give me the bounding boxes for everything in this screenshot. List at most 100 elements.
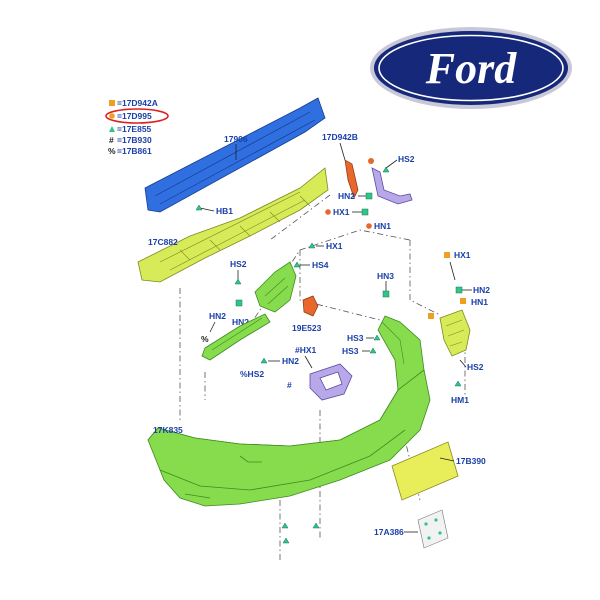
legend-item-17e855: =17E855 <box>117 124 152 134</box>
leader-line <box>339 142 346 161</box>
legend-item-17d995: =17D995 <box>117 111 152 121</box>
label-hx1-center: #HX1 <box>295 345 317 355</box>
bracket-ribs <box>264 277 289 305</box>
part-17a386-screw-set <box>417 509 449 549</box>
label-hn3: HN3 <box>377 271 394 281</box>
label-hn2-left-2: HN2 <box>232 317 249 327</box>
label-hs2-mid: HS2 <box>230 259 247 269</box>
cover-detail <box>239 455 262 463</box>
label-hn2-center: HN2 <box>282 356 299 366</box>
ford-logo: Ford <box>370 27 572 109</box>
label-17b390: 17B390 <box>456 456 486 466</box>
screw-icon <box>434 518 438 522</box>
part-17d942b-bracket <box>344 159 359 199</box>
label-hx1-mid: HX1 <box>326 241 343 251</box>
clip-icon <box>382 290 390 298</box>
absorber-ribs <box>159 191 311 271</box>
clip-icon <box>308 242 316 249</box>
clip-icon <box>365 192 373 200</box>
label-17906: 17906 <box>224 134 248 144</box>
legend-square-symbol <box>109 100 115 106</box>
legend-circle-symbol <box>109 113 115 119</box>
part-17b390-license-plate <box>391 441 459 501</box>
cover-edge <box>381 321 405 365</box>
label-hs4: HS4 <box>312 260 329 270</box>
part-19e523 <box>302 295 319 317</box>
part-side-bracket-center <box>254 261 297 313</box>
guide-line <box>269 194 331 241</box>
part-license-bracket <box>309 363 353 401</box>
absorber-body <box>137 167 329 283</box>
label-17k835: 17K835 <box>153 425 183 435</box>
part-side-bracket-left <box>201 313 271 361</box>
clip-icon <box>369 347 377 354</box>
legend-item-17b861: =17B861 <box>117 146 152 156</box>
label-hn2-right: HN2 <box>473 285 490 295</box>
label-hn2-top: HN2 <box>338 191 355 201</box>
cover-crease <box>159 429 406 491</box>
clip-icon <box>195 204 203 211</box>
part-17906-bumper-beam <box>144 97 326 213</box>
clip-icon <box>361 208 369 216</box>
beam-ribs <box>154 111 316 205</box>
square-marker <box>444 252 450 258</box>
part-side-bracket-right <box>439 309 471 357</box>
pin-icon <box>325 209 331 215</box>
part-bracket-purple <box>371 167 413 205</box>
screw-icon <box>427 536 431 540</box>
clip-icon <box>282 537 290 544</box>
legend-highlight-circle <box>105 108 169 124</box>
legend-hash-symbol: # <box>109 135 114 145</box>
label-hn1-right: HN1 <box>471 297 488 307</box>
label-hx1-top: HX1 <box>333 207 350 217</box>
label-hm1: HM1 <box>451 395 469 405</box>
clip-icon <box>234 278 242 285</box>
clip-icon <box>293 261 301 268</box>
legend-item-17d942a: =17D942A <box>117 98 158 108</box>
label-hs2-top: HS2 <box>398 154 415 164</box>
label-hn1-top: HN1 <box>374 221 391 231</box>
square-marker <box>460 298 466 304</box>
leader-line <box>199 207 215 212</box>
clip-icon <box>382 166 390 173</box>
square-marker <box>428 313 434 319</box>
screw-icon <box>438 531 442 535</box>
legend-percent-symbol: % <box>108 146 116 156</box>
label-17c882: 17C882 <box>148 237 178 247</box>
label-hs3-2: HS3 <box>342 346 359 356</box>
label-hash-center: # <box>287 380 292 390</box>
clip-icon <box>373 334 381 341</box>
leader-line <box>459 359 467 368</box>
ford-logo-wordmark: Ford <box>425 44 517 93</box>
screw-icon <box>424 522 428 526</box>
leader-line <box>449 261 456 281</box>
clip-icon <box>454 380 462 387</box>
pin-icon <box>368 158 374 164</box>
pin-icon <box>366 223 372 229</box>
label-hn2-left-1: HN2 <box>209 311 226 321</box>
leader-line <box>209 321 216 333</box>
bracket-ribs <box>445 319 465 347</box>
clip-icon <box>281 522 289 529</box>
label-hx1-right: HX1 <box>454 250 471 260</box>
leader-line <box>304 355 313 369</box>
percent-marker: % <box>201 334 209 344</box>
label-hs2-left: %HS2 <box>240 369 264 379</box>
guide-line <box>409 240 441 316</box>
legend-item-17b930: =17B930 <box>117 135 152 145</box>
part-17c882-energy-absorber <box>137 167 329 283</box>
ford-logo-inner-ring <box>378 34 564 102</box>
label-19e523: 19E523 <box>292 323 322 333</box>
legend-triangle-symbol <box>109 126 115 132</box>
cover-face <box>147 369 431 507</box>
clip-icon <box>260 357 268 364</box>
label-hs2-right: HS2 <box>467 362 484 372</box>
leader-line <box>385 159 398 169</box>
cover-detail <box>184 493 211 499</box>
clip-icon <box>235 299 243 307</box>
ford-logo-oval <box>374 31 568 105</box>
part-17k835-bumper-cover <box>147 315 431 507</box>
clip-icon <box>312 522 320 529</box>
leader-line <box>439 457 455 462</box>
